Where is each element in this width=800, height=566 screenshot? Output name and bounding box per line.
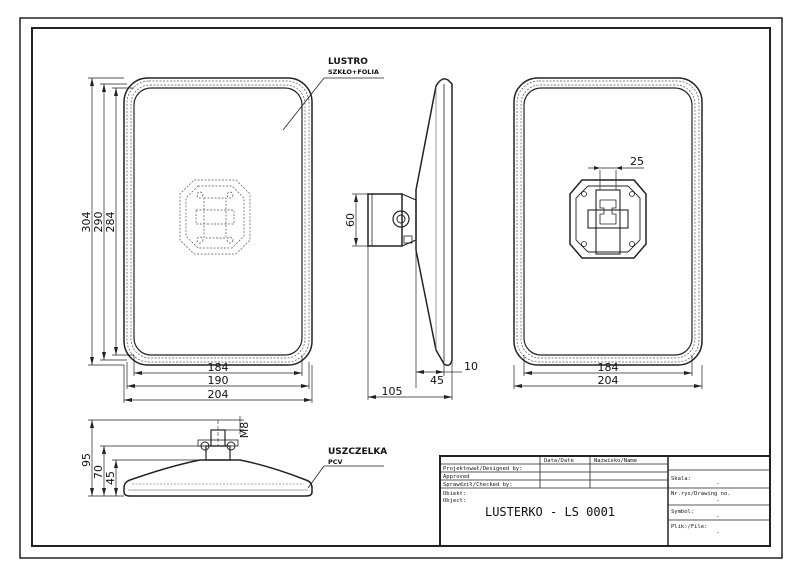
dim-184-back: 184 bbox=[598, 361, 619, 374]
dim-25: 25 bbox=[630, 155, 644, 168]
dim-70: 70 bbox=[92, 465, 105, 479]
gasket-material-label: PCV bbox=[328, 458, 343, 466]
outer-frame bbox=[19, 17, 783, 559]
dim-10: 10 bbox=[464, 360, 478, 373]
dim-304: 304 bbox=[80, 212, 93, 233]
back-mount-housing bbox=[569, 179, 647, 259]
bottom-view: M8 95 70 45 USZCZELKA PCV bbox=[80, 416, 387, 497]
dim-204-front: 204 bbox=[208, 388, 229, 401]
gasket-label: USZCZELKA bbox=[328, 447, 387, 457]
title-block: Data/Date Nazwisko/Name Projektował/Desi… bbox=[439, 455, 771, 547]
inner-frame bbox=[31, 27, 771, 547]
tb-col-date: Data/Date bbox=[544, 458, 574, 464]
tb-row-approved: Approved bbox=[443, 474, 470, 480]
mirror-material-label: SZKŁO+FOLIA bbox=[328, 68, 379, 76]
dim-95: 95 bbox=[80, 453, 93, 467]
dim-290: 290 bbox=[92, 212, 105, 233]
tb-object-label-en: Object: bbox=[443, 498, 466, 504]
dim-184-front: 184 bbox=[208, 361, 229, 374]
tb-scale-value: - bbox=[716, 481, 719, 487]
side-view: 60 105 45 10 bbox=[344, 78, 478, 400]
back-view: 25 184 204 bbox=[513, 77, 703, 389]
tb-symbol-label: Symbol: bbox=[671, 509, 694, 515]
dim-284: 284 bbox=[104, 212, 117, 233]
tb-file-value: - bbox=[716, 530, 719, 536]
mirror-label: LUSTRO bbox=[328, 57, 368, 67]
dim-105: 105 bbox=[382, 385, 403, 398]
front-view: LUSTRO SZKŁO+FOLIA 304 290 284 bbox=[80, 57, 384, 403]
tb-scale-label: Skala: bbox=[671, 476, 691, 482]
drawing-title: LUSTERKO - LS 0001 bbox=[485, 505, 615, 519]
front-mount-plate bbox=[179, 179, 251, 255]
dim-m8: M8 bbox=[238, 422, 251, 439]
tb-object-label-pl: Obiekt: bbox=[443, 491, 466, 497]
dim-60: 60 bbox=[344, 213, 357, 227]
tb-row-designed: Projektował/Designed by: bbox=[443, 466, 522, 472]
tb-col-name: Nazwisko/Name bbox=[594, 458, 637, 464]
tb-drawing-no-label: Nr.rys/Drawing no. bbox=[671, 491, 731, 497]
dim-190: 190 bbox=[208, 374, 229, 387]
dim-45-bottom: 45 bbox=[104, 471, 117, 485]
dim-204-back: 204 bbox=[598, 374, 619, 387]
tb-file-label: Plik:/File: bbox=[671, 524, 707, 530]
tb-row-checked: Sprawdził/Checked by: bbox=[443, 482, 513, 488]
dim-45-side: 45 bbox=[430, 374, 444, 387]
tb-symbol-value: - bbox=[716, 514, 719, 520]
tb-drawing-no-value: - bbox=[716, 498, 719, 504]
